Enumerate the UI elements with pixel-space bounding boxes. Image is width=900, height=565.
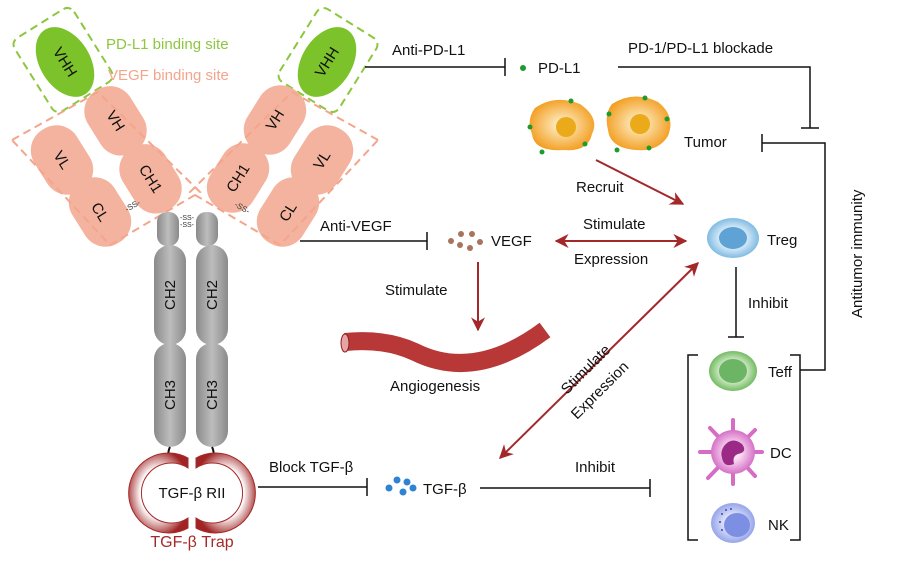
tgfb-label: TGF-β (423, 481, 467, 498)
nk-cell-icon (711, 503, 755, 543)
vegf-binding-box-left (10, 90, 202, 247)
block-tgfb-label: Block TGF-β (269, 459, 354, 476)
angiogenesis-label: Angiogenesis (390, 378, 480, 395)
ch2-domain-left: CH2 (154, 245, 186, 345)
blood-vessel-icon (344, 322, 551, 372)
svg-text:-SS-: -SS- (180, 222, 195, 229)
dc-label: DC (770, 445, 792, 462)
recruit-arrow (595, 159, 685, 205)
hinge: -SS- -SS- (157, 212, 218, 246)
antitumor-immunity-label: Antitumor immunity (849, 189, 866, 318)
vl-domain-left: VL (30, 125, 94, 195)
antibody-right-arm: VHH VH CH1 VL CL -SS- (188, 7, 380, 247)
blockade-line (618, 66, 811, 128)
expression-label: Expression (574, 251, 648, 268)
blockade-label: PD-1/PD-L1 blockade (628, 40, 773, 57)
tgfb-particles-icon (385, 476, 417, 496)
teff-cell-icon (709, 351, 757, 391)
pdl1-dot-icon (520, 65, 526, 71)
pdl1-label: PD-L1 (538, 60, 581, 77)
cl-domain-left: CL (68, 177, 132, 247)
vegf-binding-site-label: VEGF binding site (108, 67, 229, 84)
vegf-label: VEGF (491, 233, 532, 250)
vegf-binding-box-right (188, 90, 380, 247)
vh-domain-right: VH (243, 85, 307, 155)
svg-text:CH2: CH2 (204, 280, 221, 310)
antitumor-immunity-line (762, 142, 826, 371)
svg-text:CH2: CH2 (162, 280, 179, 310)
tumor-cells (527, 95, 671, 155)
svg-text:-SS-: -SS- (180, 215, 195, 222)
fc-region: CH2 CH2 CH3 CH3 (154, 245, 228, 462)
stimulate-angiogenesis-label: Stimulate (385, 282, 448, 299)
treg-inhibit-label: Inhibit (748, 295, 789, 312)
effector-bracket-left (687, 354, 698, 541)
vh-domain-left: VH (84, 86, 147, 156)
dc-cell-icon (698, 418, 764, 486)
cl-domain-right: CL (256, 177, 320, 247)
vegf-particles-icon (448, 231, 483, 251)
ch2-domain-right: CH2 (196, 245, 228, 345)
treg-label: Treg (767, 232, 797, 249)
treg-cell-icon (707, 218, 759, 258)
pdl1-binding-box-left (12, 7, 114, 113)
tumor-label: Tumor (684, 134, 727, 151)
tgfb-trap: TGF-β RII TGF-β Trap (128, 452, 256, 551)
svg-text:CH3: CH3 (162, 380, 179, 410)
vl-domain-right: VL (290, 125, 354, 195)
pdl1-binding-site-label: PD-L1 binding site (106, 36, 229, 53)
pdl1-binding-box-right (277, 7, 379, 113)
effector-bracket-right (790, 354, 801, 541)
svg-text:CH3: CH3 (204, 380, 221, 410)
anti-pdl1-label: Anti-PD-L1 (392, 42, 465, 59)
nk-label: NK (768, 517, 789, 534)
ch3-domain-left: CH3 (154, 343, 186, 447)
antibody-left-arm: VHH VH CH1 VL CL -SS- (10, 7, 202, 247)
tgfb-rii-label: TGF-β RII (159, 485, 226, 502)
ch1-domain-left: CH1 (119, 144, 182, 214)
recruit-label: Recruit (576, 179, 624, 196)
treg-tgfb-arrow (499, 262, 699, 459)
tgfb-trap-label: TGF-β Trap (150, 534, 233, 551)
vhh-domain-left: VHH (35, 27, 95, 97)
stimulate-label: Stimulate (583, 216, 646, 233)
ch3-domain-right: CH3 (196, 343, 228, 447)
vhh-domain-right: VHH (297, 27, 357, 97)
teff-label: Teff (768, 364, 793, 381)
tgfb-inhibit-label: Inhibit (575, 459, 616, 476)
anti-vegf-label: Anti-VEGF (320, 218, 392, 235)
